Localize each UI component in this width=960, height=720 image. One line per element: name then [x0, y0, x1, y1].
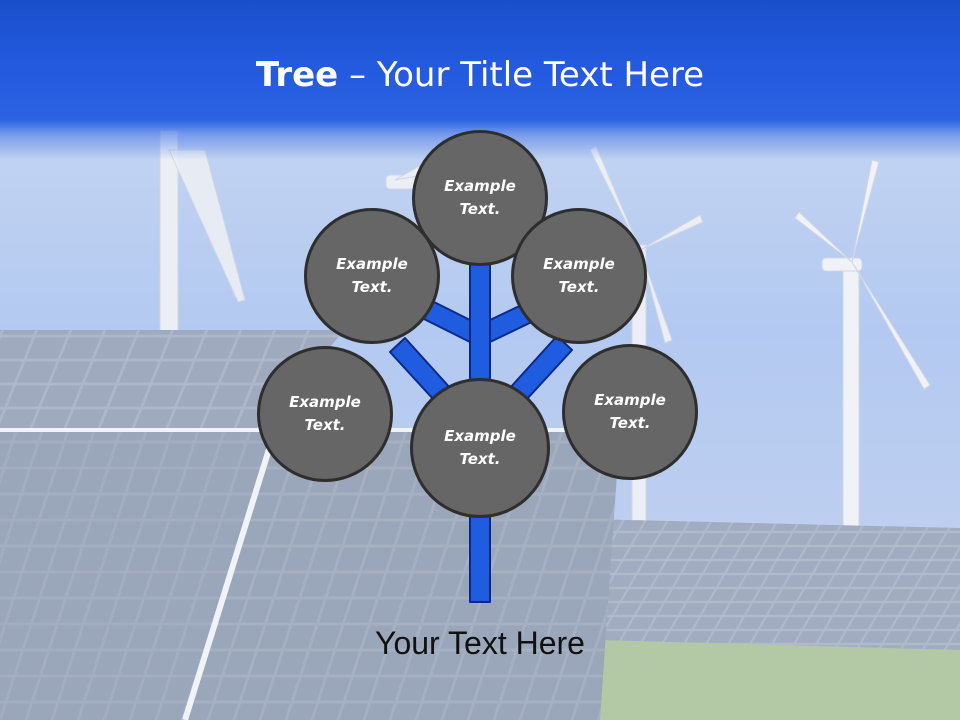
bubble-mid-right-text: Example Text. — [594, 391, 666, 432]
bubble-center: Example Text. — [410, 378, 550, 518]
tree-caption: Your Text Here — [375, 625, 585, 661]
bubble-mid-left: Example Text. — [257, 346, 393, 482]
title-bold: Tree — [255, 55, 339, 95]
title-text: – Your Title Text Here — [338, 55, 705, 95]
solar-array-right — [545, 518, 960, 650]
wind-turbine-left — [159, 129, 246, 346]
bubble-center-text: Example Text. — [444, 427, 516, 468]
bubble-top-text: Example Text. — [444, 177, 516, 218]
bubble-upper-right: Example Text. — [511, 208, 647, 344]
bubble-upper-left: Example Text. — [304, 208, 440, 344]
bubble-mid-left-text: Example Text. — [289, 393, 361, 434]
bubble-upper-right-text: Example Text. — [543, 255, 615, 296]
slide-title: Tree – Your Title Text Here — [0, 52, 960, 98]
bubble-mid-right: Example Text. — [562, 344, 698, 480]
bubble-upper-left-text: Example Text. — [336, 255, 408, 296]
